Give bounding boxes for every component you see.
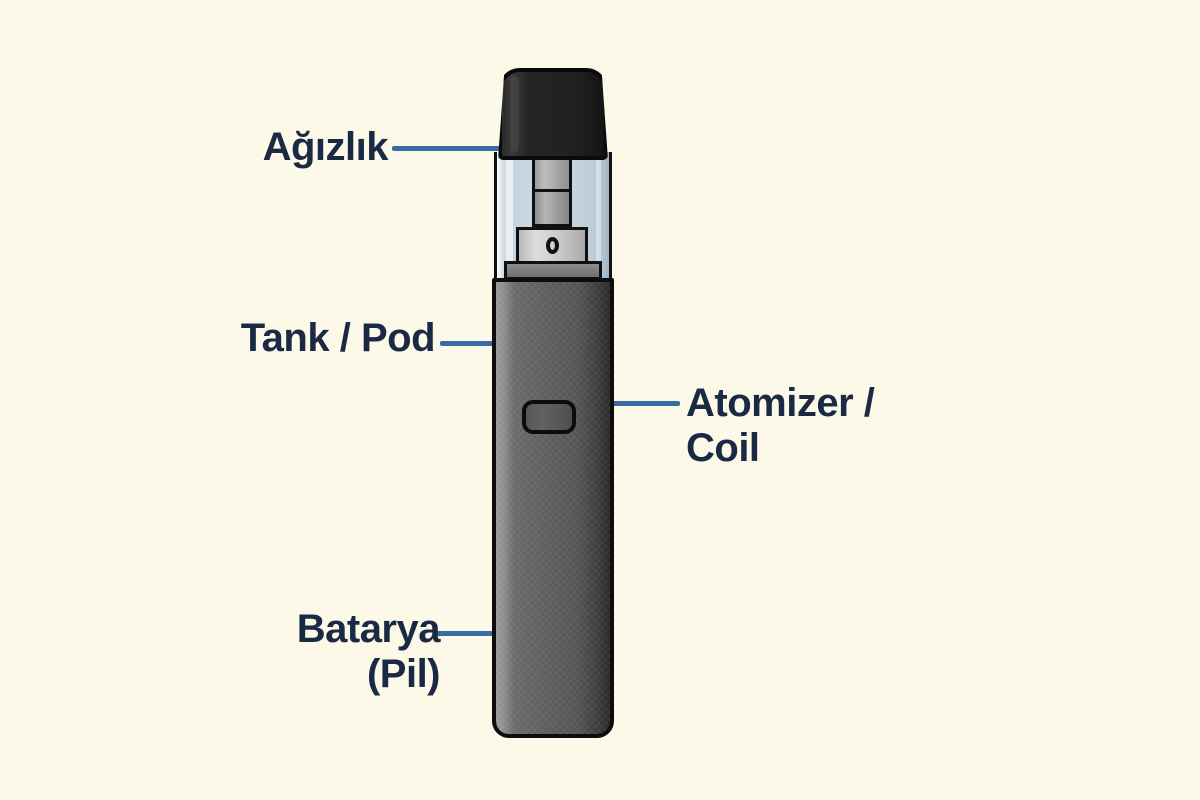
vape-device-illustration	[480, 60, 630, 750]
mouthpiece-highlight	[510, 76, 519, 152]
battery-body	[492, 278, 614, 738]
leader-line-tank-pod	[440, 341, 540, 346]
pod-glass-highlight-right	[596, 152, 601, 282]
battery-body-texture	[496, 282, 610, 734]
atomizer-coil-housing	[516, 227, 588, 264]
label-tank-pod: Tank / Pod	[240, 316, 436, 360]
leader-line-battery	[435, 631, 540, 636]
label-atomizer-coil: Atomizer / Coil	[686, 381, 875, 470]
leader-line-atomizer	[600, 401, 680, 406]
chimney-upper-segment	[532, 154, 572, 192]
coil-o-ring-icon	[545, 236, 559, 254]
fire-button[interactable]	[522, 400, 576, 434]
chimney-lower-segment	[532, 192, 572, 227]
label-mouthpiece: Ağızlık	[262, 125, 389, 169]
label-battery: Batarya (Pil)	[296, 607, 441, 696]
leader-line-mouthpiece	[392, 146, 502, 151]
pod-glass-highlight-left	[506, 152, 513, 282]
